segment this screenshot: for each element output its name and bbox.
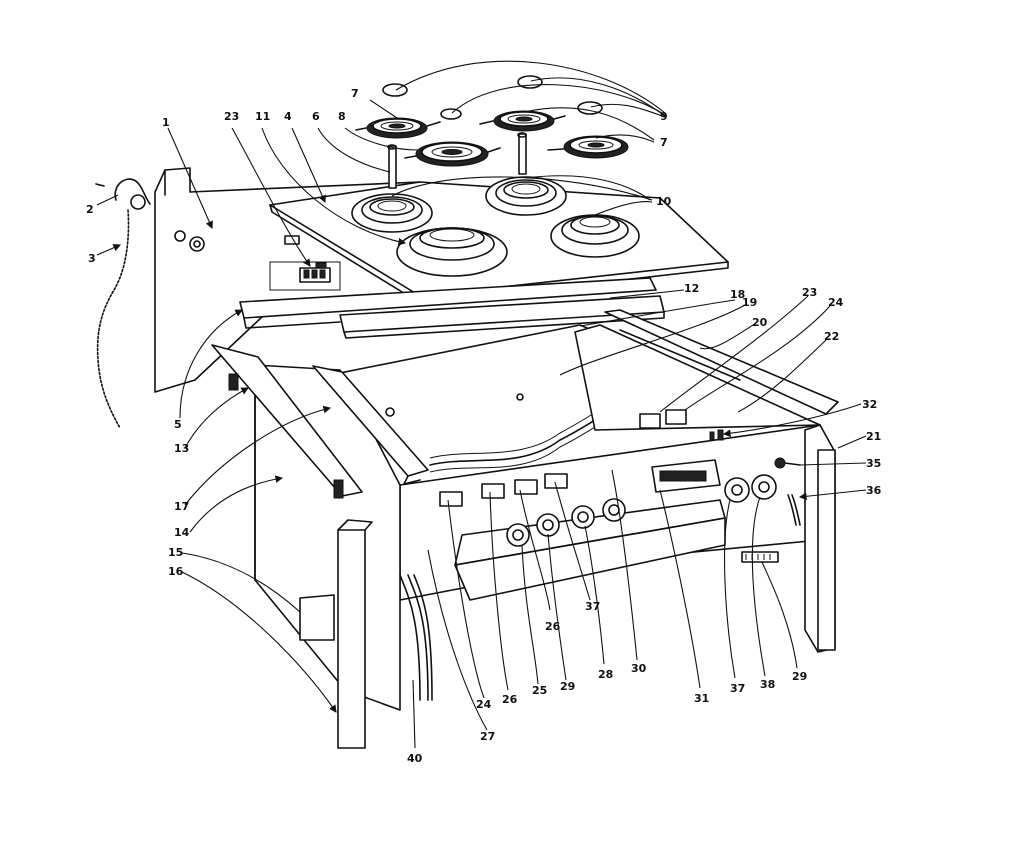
callout-1: 1 [162, 116, 170, 129]
callout-10: 10 [656, 195, 672, 208]
callout-8: 8 [338, 110, 346, 123]
callout-5: 5 [174, 418, 182, 431]
callout-23b: 23 [802, 286, 817, 299]
callout-30: 30 [631, 662, 647, 675]
left-top-rail [211, 344, 363, 499]
center-rail [312, 365, 429, 485]
callout-24a: 24 [828, 296, 844, 309]
callout-19: 19 [742, 296, 757, 309]
callout-14: 14 [174, 526, 190, 539]
front-left-vertical-panel [337, 519, 373, 749]
coiled-power-cord [95, 178, 151, 429]
right-top-rail [604, 309, 839, 415]
callout-7b: 7 [660, 136, 668, 149]
coil-element-4 [547, 135, 629, 159]
callout-21: 21 [866, 430, 881, 443]
callout-28: 28 [598, 668, 613, 681]
callout-38: 36 [866, 484, 882, 497]
wiring-harness [399, 574, 433, 701]
coil-element-1 [355, 117, 441, 139]
callout-20: 20 [752, 316, 768, 329]
callout-25: 25 [532, 684, 547, 697]
callout-labels: 1 2 3 4 5 6 7 8 9 7 10 11 23 12 18 19 20… [86, 87, 882, 765]
callout-40: 40 [407, 752, 423, 765]
burner-bowl-left-front [396, 227, 508, 277]
back-right-panel [574, 324, 821, 431]
trim-rings [382, 75, 603, 120]
terminal-block [299, 267, 331, 283]
callout-39: 29 [792, 670, 807, 683]
right-side-panel [804, 424, 836, 653]
leader-lines [96, 60, 867, 749]
callout-32: 32 [862, 398, 877, 411]
bulb-socket [787, 494, 801, 526]
control-knobs [506, 474, 777, 547]
coil-element-2 [404, 141, 501, 167]
callout-17: 17 [174, 500, 189, 513]
burner-bowl-right-front [550, 214, 640, 258]
burner-bowl-right-rear [485, 176, 567, 216]
callout-9: 9 [660, 110, 668, 123]
callout-23a: 23 [224, 110, 239, 123]
callout-7a: 7 [351, 87, 359, 100]
callout-4: 4 [284, 110, 292, 123]
callout-35: 37 [730, 682, 745, 695]
callout-24b: 24 [476, 698, 492, 711]
callout-18: 18 [730, 288, 745, 301]
callout-37: 35 [866, 457, 881, 470]
callout-29a: 29 [560, 680, 575, 693]
callout-2: 2 [86, 203, 94, 216]
door-hinge-plate [299, 594, 335, 641]
pushbutton-switches [639, 409, 724, 441]
burner-bowl-left-rear [351, 193, 433, 233]
clock-timer [651, 459, 721, 493]
callout-16: 16 [168, 565, 184, 578]
callout-36a: 37 [585, 600, 600, 613]
coil-element-3 [479, 110, 566, 132]
callout-26a: 26 [502, 693, 518, 706]
callout-31: 31 [694, 692, 709, 705]
callout-3: 3 [88, 252, 96, 265]
callout-15: 15 [168, 546, 183, 559]
callout-6: 6 [312, 110, 320, 123]
oven-thermostat [774, 457, 801, 469]
callout-22: 22 [824, 330, 839, 343]
callout-12: 12 [684, 282, 699, 295]
callout-11: 11 [255, 110, 270, 123]
callout-13: 13 [174, 442, 189, 455]
callout-27: 27 [480, 730, 495, 743]
callout-36b: 38 [760, 678, 775, 691]
callout-26b: 26 [545, 620, 561, 633]
element-support-posts [387, 132, 527, 189]
vent-bracket [741, 551, 779, 563]
